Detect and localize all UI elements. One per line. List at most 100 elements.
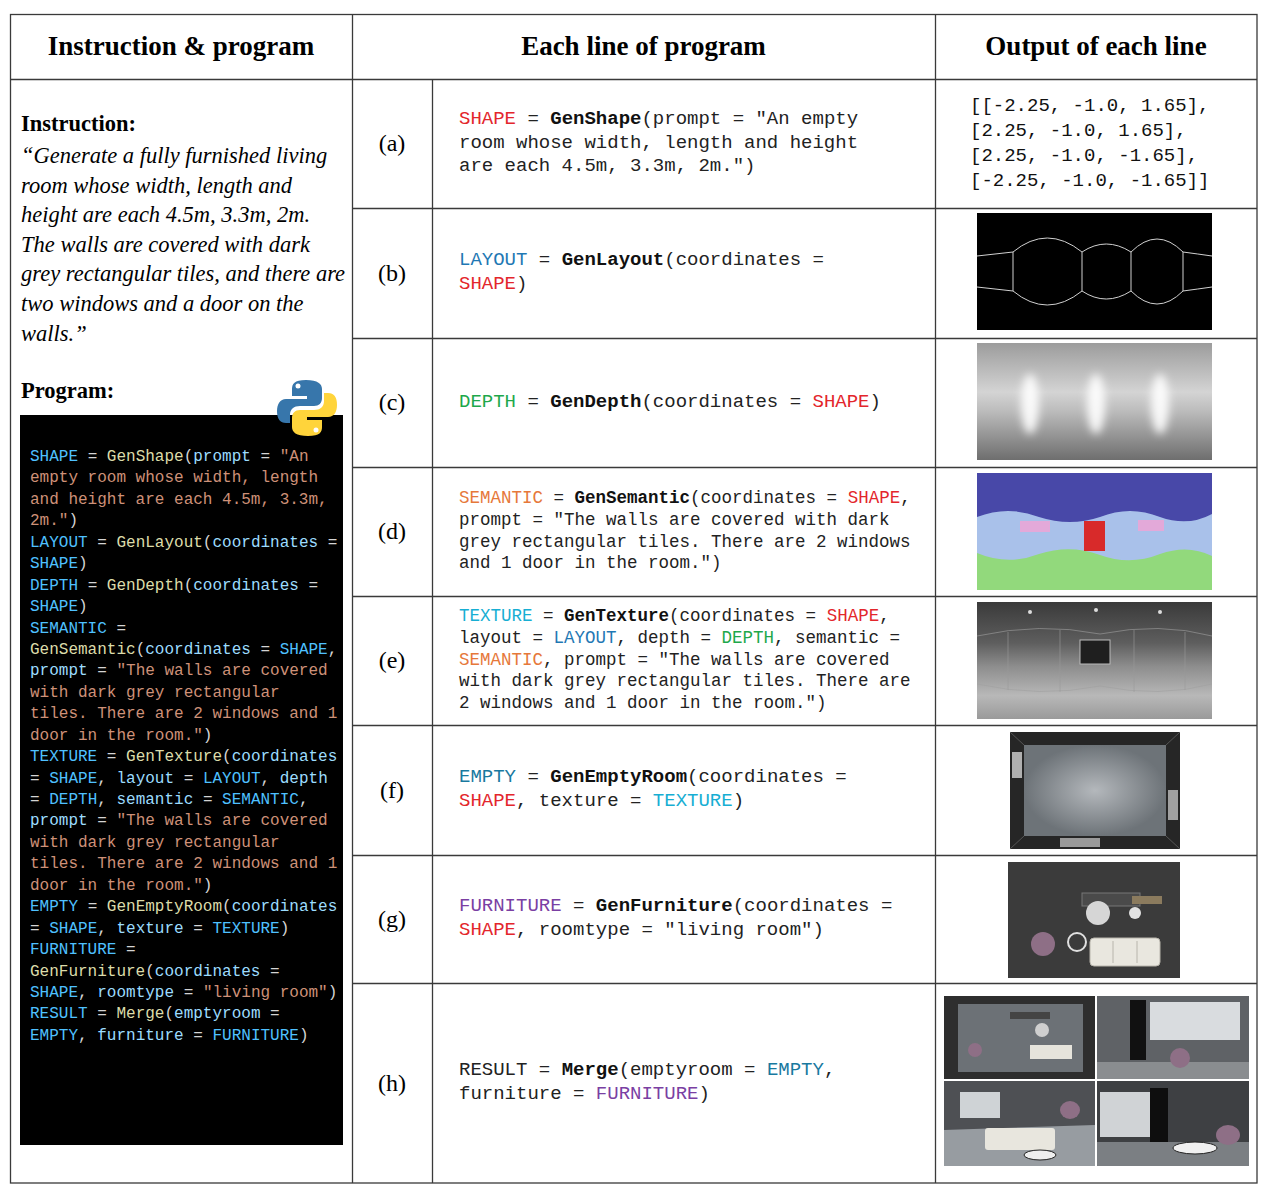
- code-token: ): [78, 555, 88, 573]
- code-token: =: [107, 748, 117, 766]
- row-letter: (h): [378, 1070, 406, 1097]
- code-token: SHAPE: [459, 108, 516, 130]
- merged-scene-image: [1173, 1142, 1217, 1154]
- python-icon: [296, 384, 301, 389]
- code-token: GenSemantic: [575, 488, 691, 508]
- layout-image: [977, 238, 1212, 256]
- code-token: texture: [116, 920, 183, 938]
- code-token: GenEmptyRoom: [550, 766, 687, 788]
- table-cell: RESULT = Merge(emptyroom = EMPTY, furnit…: [459, 983, 901, 1183]
- code-token: TEXTURE: [30, 748, 97, 766]
- table-cell: Output of each line: [935, 14, 1257, 79]
- table-grid: [11, 15, 1258, 1184]
- code-line: SEMANTIC = GenSemantic(coordinates = SHA…: [459, 488, 925, 575]
- code-token: =: [543, 606, 554, 626]
- furniture-image: [1086, 901, 1110, 925]
- merged-scene-image: [1097, 1081, 1249, 1166]
- code-token: =: [88, 898, 98, 916]
- code-line: RESULT = Merge(emptyroom = EMPTY, furnit…: [30, 1004, 344, 1047]
- merged-scene-image: [944, 1081, 1095, 1166]
- code-token: ): [299, 1027, 309, 1045]
- table-cell: (g): [352, 855, 432, 983]
- row-letter: (g): [378, 906, 406, 933]
- code-token: coordinates: [232, 748, 338, 766]
- section-heading: Instruction:: [21, 111, 347, 137]
- texture-image: [1028, 610, 1032, 614]
- code-token: GenEmptyRoom: [107, 898, 222, 916]
- semantic-image: [977, 511, 1212, 590]
- code-token: TEXTURE: [459, 606, 533, 626]
- furniture-image: [1008, 862, 1180, 978]
- code-token: ,: [97, 770, 107, 788]
- table-grid: [352, 855, 1257, 856]
- code-token: (prompt = "An empty room whose width, le…: [459, 108, 858, 177]
- code-token: (: [145, 963, 155, 981]
- code-token: Merge: [116, 1005, 164, 1023]
- code-token: SHAPE: [49, 770, 97, 788]
- code-token: =: [527, 108, 538, 130]
- table-cell: DEPTH = GenDepth(coordinates = SHAPE): [459, 338, 901, 467]
- code-token: =: [97, 812, 107, 830]
- merged-scene-image: [1216, 1125, 1240, 1145]
- code-token: ): [68, 512, 78, 530]
- code-token: ,: [299, 791, 309, 809]
- code-token: =: [30, 791, 40, 809]
- row-letter: (e): [379, 647, 406, 674]
- code-token: EMPTY: [30, 898, 78, 916]
- code-token: =: [539, 249, 550, 271]
- code-token: ): [203, 877, 213, 895]
- code-token: SEMANTIC: [459, 488, 543, 508]
- code-token: SHAPE: [30, 555, 78, 573]
- output-coordinates: [[-2.25, -1.0, 1.65], [2.25, -1.0, 1.65]…: [970, 95, 1209, 192]
- code-token: ,: [97, 920, 107, 938]
- code-token: FURNITURE: [212, 1027, 298, 1045]
- code-token: =: [260, 641, 270, 659]
- code-token: =: [97, 534, 107, 552]
- table-cell: (e): [352, 596, 432, 725]
- code-token: DEPTH: [30, 577, 78, 595]
- code-line: DEPTH = GenDepth(coordinates = SHAPE): [30, 576, 344, 619]
- code-token: SHAPE: [813, 391, 870, 413]
- code-token: (: [222, 748, 232, 766]
- code-token: , semantic =: [774, 628, 900, 648]
- code-token: GenTexture: [126, 748, 222, 766]
- table-cell: [[-2.25, -1.0, 1.65], [2.25, -1.0, 1.65]…: [935, 79, 1257, 208]
- code-token: =: [554, 488, 565, 508]
- semantic-image: [1084, 521, 1105, 551]
- code-token: GenDepth: [107, 577, 184, 595]
- code-token: RESULT: [30, 1005, 88, 1023]
- merged-scene-image: [1035, 1023, 1049, 1037]
- code-token: coordinates: [193, 577, 299, 595]
- code-token: FURNITURE: [459, 895, 562, 917]
- table-grid: [935, 14, 936, 1183]
- code-token: ,: [78, 984, 88, 1002]
- code-token: coordinates: [155, 963, 261, 981]
- merged-scene-image: [960, 1092, 1000, 1118]
- code-token: DEPTH: [722, 628, 775, 648]
- code-token: SEMANTIC: [222, 791, 299, 809]
- merged-scene-image: [1150, 1002, 1240, 1040]
- code-token: =: [328, 534, 338, 552]
- code-token: =: [184, 770, 194, 788]
- table-cell: FURNITURE = GenFurniture(coordinates = S…: [459, 855, 901, 983]
- semantic-image: [1020, 521, 1050, 532]
- merged-scene-image: [985, 1128, 1055, 1150]
- furniture-image: [1113, 941, 1137, 963]
- empty-room-image: [1010, 732, 1180, 849]
- code-token: (emptyroom =: [619, 1059, 756, 1081]
- row-letter: (b): [378, 260, 406, 287]
- code-token: DEPTH: [459, 391, 516, 413]
- code-token: =: [116, 620, 126, 638]
- code-token: ): [203, 727, 213, 745]
- merged-scene-image: [958, 1004, 1083, 1072]
- code-token: ): [328, 984, 338, 1002]
- table-grid: [432, 79, 433, 1183]
- code-token: GenDepth: [550, 391, 641, 413]
- furniture-image: [1129, 907, 1141, 919]
- semantic-image: [977, 473, 1212, 590]
- code-token: furniture: [97, 1027, 183, 1045]
- table-cell: Each line of program: [352, 14, 935, 79]
- semantic-image: [1138, 520, 1164, 531]
- merged-scene-image: [1097, 996, 1249, 1079]
